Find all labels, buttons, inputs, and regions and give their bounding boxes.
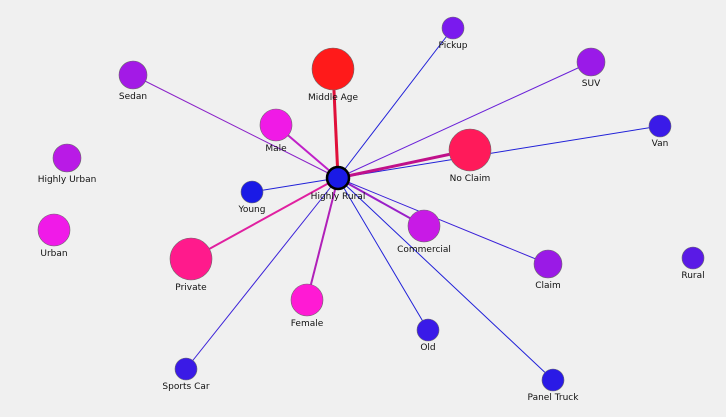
node-young-label: Young xyxy=(238,205,266,215)
edge-highly-rural-van xyxy=(337,125,661,179)
node-sedan[interactable]: Sedan xyxy=(118,60,148,102)
node-highly-urban-label: Highly Urban xyxy=(38,175,97,185)
node-claim[interactable]: Claim xyxy=(533,249,563,291)
edge-highly-rural-private xyxy=(190,177,339,260)
edge-highly-rural-no-claim xyxy=(337,148,471,180)
node-panel-truck[interactable]: Panel Truck xyxy=(528,368,580,403)
node-pickup-circle[interactable] xyxy=(441,16,465,40)
node-private-label: Private xyxy=(175,283,207,293)
node-rural-label: Rural xyxy=(681,271,704,281)
node-sports-car-circle[interactable] xyxy=(174,357,198,381)
node-highly-urban-circle[interactable] xyxy=(52,143,82,173)
edge-highly-rural-sedan xyxy=(132,74,339,179)
node-highly-urban[interactable]: Highly Urban xyxy=(38,143,97,185)
node-commercial[interactable]: Commercial xyxy=(397,209,451,255)
node-no-claim-circle[interactable] xyxy=(448,128,492,172)
node-middle-age-label: Middle Age xyxy=(308,93,358,103)
node-commercial-label: Commercial xyxy=(397,245,451,255)
node-rural-circle[interactable] xyxy=(681,246,705,270)
node-middle-age[interactable]: Middle Age xyxy=(308,47,358,103)
node-no-claim[interactable]: No Claim xyxy=(448,128,492,184)
node-rural[interactable]: Rural xyxy=(681,246,705,281)
node-old-circle[interactable] xyxy=(416,318,440,342)
edge-highly-rural-old xyxy=(337,177,429,331)
node-female[interactable]: Female xyxy=(290,283,324,329)
node-no-claim-label: No Claim xyxy=(450,174,491,184)
node-pickup[interactable]: Pickup xyxy=(438,16,468,51)
edges-layer xyxy=(132,27,661,381)
node-sports-car-label: Sports Car xyxy=(162,382,210,392)
node-van-label: Van xyxy=(652,139,669,149)
node-panel-truck-circle[interactable] xyxy=(541,368,565,392)
node-young-circle[interactable] xyxy=(240,180,264,204)
edge-highly-rural-suv xyxy=(337,61,592,179)
node-urban[interactable]: Urban xyxy=(37,213,71,259)
node-suv[interactable]: SUV xyxy=(576,47,606,89)
node-middle-age-circle[interactable] xyxy=(311,47,355,91)
node-claim-label: Claim xyxy=(535,281,561,291)
edge-highly-rural-commercial xyxy=(337,177,425,227)
edge-highly-rural-panel-truck xyxy=(337,177,554,381)
edge-highly-rural-pickup xyxy=(337,27,454,179)
node-male-label: Male xyxy=(265,144,287,154)
node-highly-rural-label: Highly Rural xyxy=(311,192,366,202)
edge-highly-rural-sports-car xyxy=(185,177,339,370)
node-male-circle[interactable] xyxy=(259,108,293,142)
node-private[interactable]: Private xyxy=(169,237,213,293)
edge-highly-rural-claim xyxy=(337,177,549,265)
node-van-circle[interactable] xyxy=(648,114,672,138)
edge-highly-rural-young xyxy=(251,177,339,193)
node-highly-rural-circle[interactable] xyxy=(325,165,351,191)
edge-highly-rural-female xyxy=(306,177,339,301)
node-male[interactable]: Male xyxy=(259,108,293,154)
node-van[interactable]: Van xyxy=(648,114,672,149)
node-urban-label: Urban xyxy=(40,249,67,259)
node-sedan-label: Sedan xyxy=(119,92,147,102)
node-suv-circle[interactable] xyxy=(576,47,606,77)
node-urban-circle[interactable] xyxy=(37,213,71,247)
node-claim-circle[interactable] xyxy=(533,249,563,279)
node-panel-truck-label: Panel Truck xyxy=(528,393,580,403)
node-suv-label: SUV xyxy=(582,79,601,89)
node-young[interactable]: Young xyxy=(238,180,266,215)
node-private-circle[interactable] xyxy=(169,237,213,281)
node-old[interactable]: Old xyxy=(416,318,440,353)
node-commercial-circle[interactable] xyxy=(407,209,441,243)
node-female-label: Female xyxy=(291,319,324,329)
node-highly-rural[interactable]: Highly Rural xyxy=(311,165,366,202)
node-female-circle[interactable] xyxy=(290,283,324,317)
node-old-label: Old xyxy=(420,343,435,353)
node-pickup-label: Pickup xyxy=(438,41,467,51)
node-sports-car[interactable]: Sports Car xyxy=(162,357,210,392)
node-sedan-circle[interactable] xyxy=(118,60,148,90)
